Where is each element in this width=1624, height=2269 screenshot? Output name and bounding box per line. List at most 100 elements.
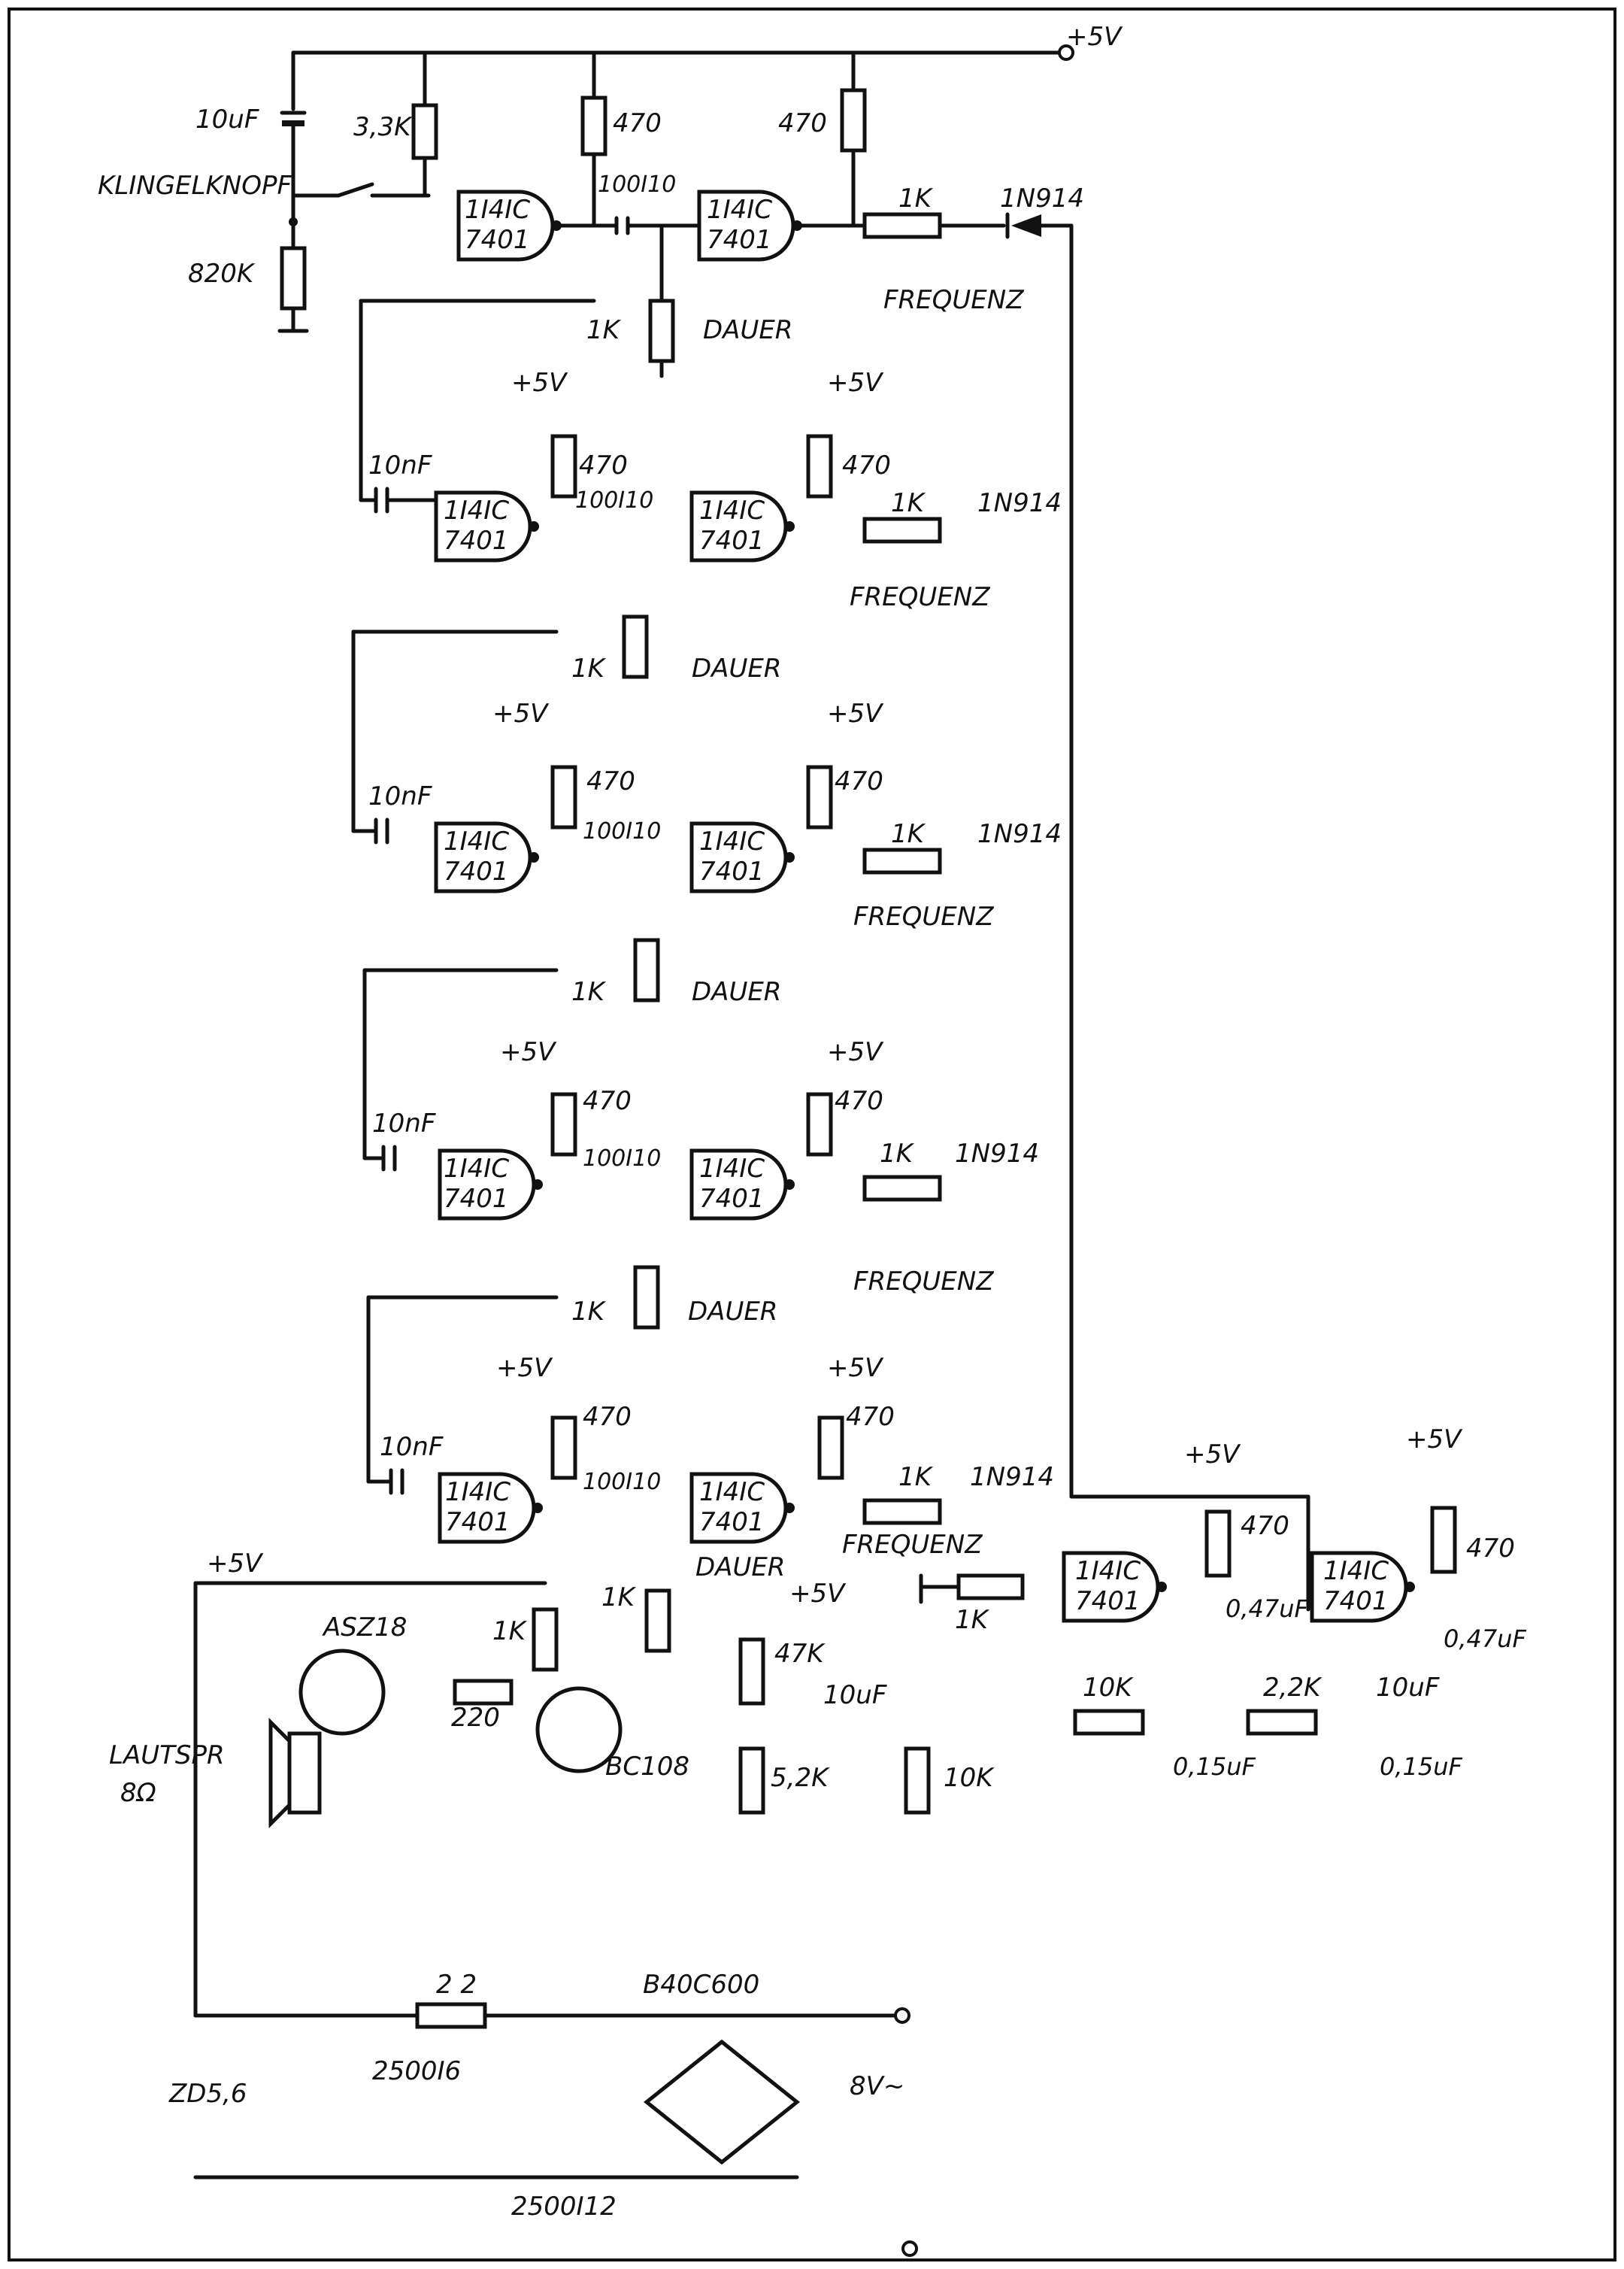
supply-label-top: +5V — [1066, 22, 1123, 52]
ic-label-top1b: 7401 — [465, 225, 530, 255]
tone-generator: +5V +5V 470 470 1I4IC 7401 1I4IC 7401 0,… — [919, 1424, 1527, 1653]
frequenz-label-2: FREQUENZ — [853, 902, 994, 932]
cap-100-label-4: 100I10 — [583, 1469, 661, 1495]
pot-1k-label-2: 1K — [571, 977, 607, 1007]
res-470-label-2b: 470 — [835, 766, 883, 796]
ic-label-1a: 1I4IC — [444, 496, 509, 526]
freq-pot-label-top: 1K — [898, 184, 934, 214]
res-470-label-1b: 470 — [842, 450, 891, 481]
vcc-label-audio: +5V — [207, 1549, 264, 1579]
ac-in-label: 8V~ — [850, 2071, 904, 2101]
ic-label-2c: 1I4IC — [699, 827, 765, 857]
ic-label-4a: 1I4IC — [445, 1477, 511, 1507]
res-3k3-label: 3,3K — [353, 112, 413, 142]
diode-label-top: 1N914 — [1000, 184, 1084, 214]
res-470-label-top1: 470 — [613, 108, 662, 138]
vcc-label-5a: +5V — [1184, 1439, 1241, 1470]
res-470-label-2a: 470 — [586, 766, 635, 796]
cap-2500-12-label: 2500I12 — [511, 2192, 617, 2222]
dauer-label-3: DAUER — [688, 1297, 777, 1327]
vcc-label-3b: +5V — [827, 1037, 884, 1067]
freq-pot-label-2: 1K — [891, 819, 926, 849]
dauer-label-1: DAUER — [692, 654, 781, 684]
vcc-label-2a: +5V — [492, 699, 550, 729]
res-470-label-3b: 470 — [835, 1086, 883, 1116]
stage-3: 10nF 1I4IC 7401 1I4IC 7401 +5V +5V 470 4… — [362, 968, 1039, 1330]
zd-label: ZD5,6 — [168, 2079, 247, 2109]
frequenz-label-4: FREQUENZ — [842, 1530, 983, 1560]
pot-1k-label-3: 1K — [571, 1297, 607, 1327]
cap-100-label-top: 100I10 — [598, 171, 676, 198]
ic-label-2b: 7401 — [444, 857, 509, 887]
freq-pot-label-4: 1K — [898, 1462, 934, 1492]
res-470-label-4b: 470 — [846, 1402, 895, 1432]
ic-label-top2b: 7401 — [707, 225, 772, 255]
res-220-label: 220 — [451, 1703, 500, 1733]
vcc-label-2b: +5V — [827, 699, 884, 729]
vcc-label-3a: +5V — [500, 1037, 557, 1067]
cap-10nf-label-2: 10nF — [368, 781, 432, 811]
res-470-label-top2: 470 — [778, 108, 827, 138]
diode-label-1: 1N914 — [977, 488, 1062, 518]
page-frame — [8, 8, 1616, 2261]
res-470-label-3a: 470 — [583, 1086, 632, 1116]
ic-label-1c: 1I4IC — [699, 496, 765, 526]
ic-label-5d: 7401 — [1323, 1586, 1389, 1616]
cap-10nf-label-3: 10nF — [372, 1109, 436, 1139]
vcc-label-1b: +5V — [827, 368, 884, 398]
res-1k-label-tone: 1K — [955, 1605, 990, 1635]
bc108-label: BC108 — [605, 1752, 689, 1782]
vcc-label-1a: +5V — [511, 368, 568, 398]
asz18-label: ASZ18 — [322, 1612, 407, 1643]
pot-1k-label-top: 1K — [586, 315, 622, 345]
res-10k-label: 10K — [1083, 1673, 1134, 1703]
res-470-label-1a: 470 — [579, 450, 628, 481]
cap-100-label-3: 100I10 — [583, 1145, 661, 1172]
cap-100-label-2: 100I10 — [583, 818, 661, 845]
cap-2500-6-label: 2500I6 — [372, 2056, 461, 2086]
ic-label-4b: 7401 — [445, 1507, 511, 1537]
top-stage: +5V 10uF KLINGELKNOPF 820K 3,3K 470 470 … — [98, 22, 1123, 1499]
lautspr-ohm-label: 8Ω — [120, 1778, 156, 1808]
ic-label-3b: 7401 — [444, 1184, 509, 1214]
ic-label-top1a: 1I4IC — [465, 195, 530, 225]
cap-047-label-b: 0,47uF — [1444, 1624, 1527, 1653]
vcc-label-5b: +5V — [1406, 1424, 1463, 1455]
pot-1k-label-4: 1K — [601, 1582, 637, 1612]
frequenz-label-top: FREQUENZ — [883, 285, 1024, 315]
ic-label-5a: 1I4IC — [1075, 1556, 1141, 1586]
ic-label-1b: 7401 — [444, 526, 509, 556]
ic-label-2d: 7401 — [699, 857, 765, 887]
res-22-label: 2 2 — [436, 1970, 477, 2000]
cap-10uf-label: 10uF — [195, 105, 259, 135]
cap-10uf-label-a: 10uF — [823, 1680, 887, 1710]
cap-100-label-1: 100I10 — [575, 487, 653, 514]
diode-label-2: 1N914 — [977, 819, 1062, 849]
stage-4: 10nF 1I4IC 7401 1I4IC 7401 +5V +5V 470 4… — [366, 1295, 1054, 1653]
ic-label-2a: 1I4IC — [444, 827, 509, 857]
klingelknopf-label: KLINGELKNOPF — [98, 171, 292, 201]
cap-015-label-a: 0,15uF — [1173, 1752, 1256, 1781]
cap-10uf-label-b: 10uF — [1376, 1673, 1440, 1703]
res-5k2-label: 5,2K — [771, 1763, 830, 1793]
freq-pot-label-3: 1K — [880, 1139, 915, 1169]
audio-stage: +5V ASZ18 BC108 220 1K LAUTSPR 8Ω 47K 5,… — [109, 1549, 1463, 2018]
res-820k-label: 820K — [188, 259, 256, 289]
ic-label-5b: 7401 — [1075, 1586, 1141, 1616]
pot-1k-label-1: 1K — [571, 654, 607, 684]
res-470-label-5a: 470 — [1241, 1511, 1289, 1541]
res-470-label-5b: 470 — [1466, 1533, 1515, 1564]
ic-label-top2a: 1I4IC — [707, 195, 772, 225]
cap-015-label-b: 0,15uF — [1380, 1752, 1463, 1781]
dauer-label-top: DAUER — [703, 315, 792, 345]
res-2k2-label: 2,2K — [1263, 1673, 1323, 1703]
bridge-label: B40C600 — [643, 1970, 759, 2000]
dauer-label-4: DAUER — [695, 1552, 785, 1582]
vcc-label-4a: +5V — [496, 1353, 553, 1383]
frequenz-label-1: FREQUENZ — [850, 582, 990, 612]
res-47k-label: 47K — [774, 1639, 826, 1669]
diode-label-4: 1N914 — [970, 1462, 1054, 1492]
lautspr-label: LAUTSPR — [109, 1740, 225, 1770]
vcc-label-4b: +5V — [827, 1353, 884, 1383]
